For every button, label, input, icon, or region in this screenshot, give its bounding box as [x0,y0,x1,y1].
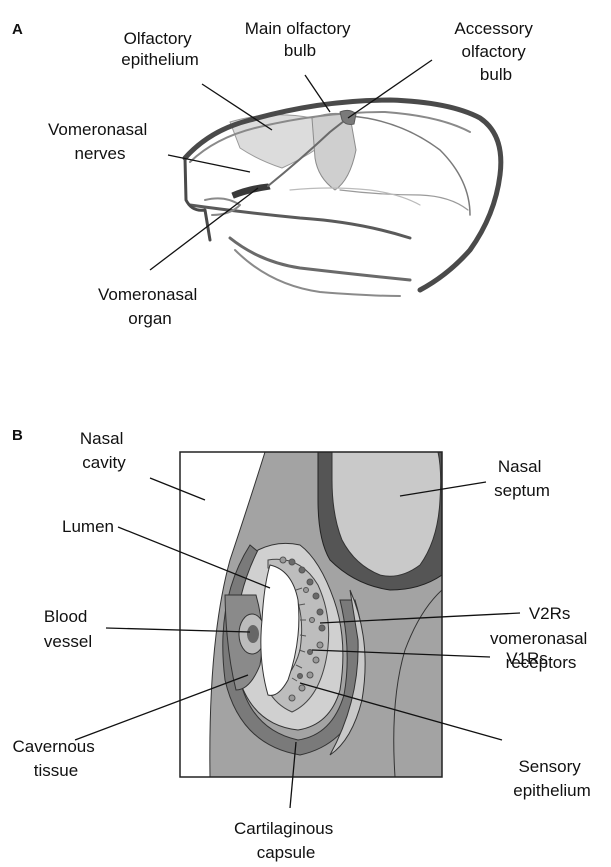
label-cavernous-tissue: Cavernous tissue [13,737,100,780]
panel-a-leaders [150,60,432,270]
label-sensory-epithelium: Sensory epithelium [513,757,591,800]
vomeronasal-organ-shape [232,184,270,198]
label-olfactory-epithelium: Olfactory epithelium [121,29,199,69]
label-main-olfactory-bulb: Main olfactory bulb [245,19,356,60]
label-nasal-septum: Nasal septum [494,457,550,500]
panel-b: B [12,427,592,862]
cross-section [180,452,442,777]
brain-lower-outline [340,190,468,210]
head-sketch [185,100,501,296]
panel-a-letter: A [12,21,23,38]
label-vomeronasal-organ: Vomeronasal organ [98,285,202,328]
panel-a: A [12,19,538,328]
palate-line [190,205,410,238]
blood-vessel-core [247,625,259,643]
jaw-line [230,238,410,280]
label-v1rs: V1Rs [506,649,548,668]
label-nasal-cavity: Nasal cavity [80,429,128,472]
label-vomeronasal-nerves: Vomeronasal nerves [48,120,152,163]
label-accessory-olfactory-bulb: Accessory olfactory bulb [454,19,537,84]
label-cartilaginous-capsule: Cartilaginous capsule [234,819,338,862]
label-blood-vessel: Blood vessel [44,607,92,651]
nasal-floor-line [290,188,420,205]
panel-b-letter: B [12,427,23,444]
label-lumen: Lumen [62,517,114,536]
